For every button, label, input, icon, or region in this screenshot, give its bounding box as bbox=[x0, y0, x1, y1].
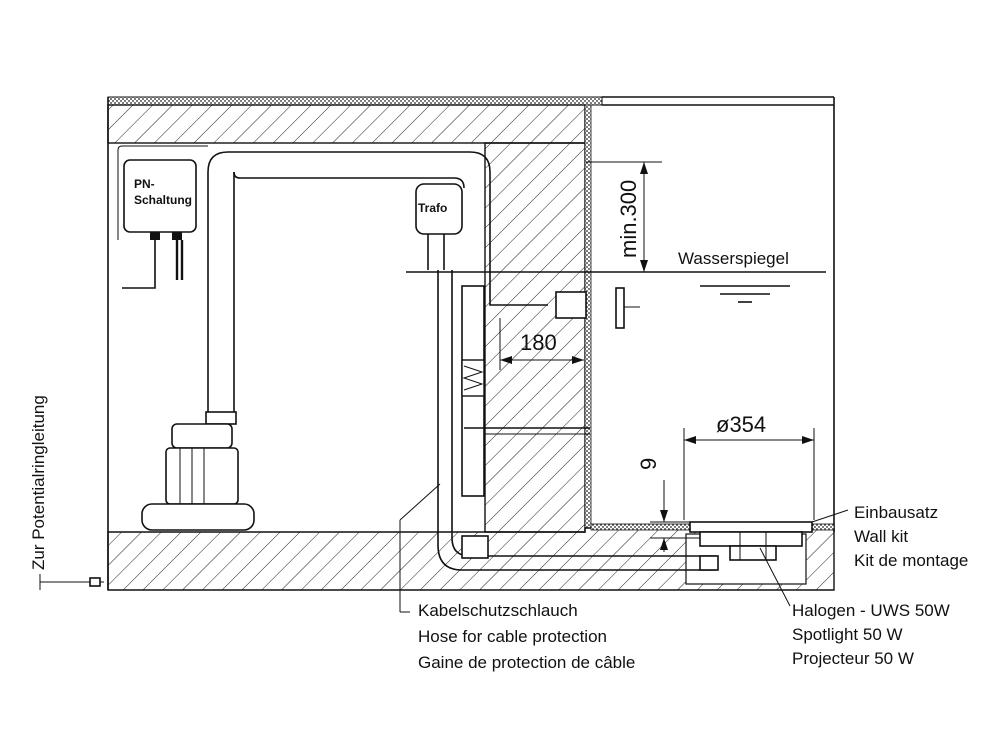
dimension-180: 180 bbox=[499, 318, 584, 370]
halogen-label-en: Spotlight 50 W bbox=[792, 625, 903, 644]
dim-9-label: 9 bbox=[636, 458, 661, 470]
water-level: Wasserspiegel bbox=[406, 249, 826, 303]
leader-lines bbox=[399, 483, 849, 613]
wall-fitting bbox=[489, 287, 640, 329]
halogen-label-fr: Projecteur 50 W bbox=[792, 649, 914, 668]
dim-354-label: ø354 bbox=[716, 412, 766, 437]
pump-pipe bbox=[205, 151, 491, 425]
water-level-label: Wasserspiegel bbox=[678, 249, 789, 268]
dim-min300-label: min.300 bbox=[616, 180, 641, 258]
trafo: Trafo bbox=[415, 183, 463, 270]
potential-ring-line: Zur Potentialringleitung bbox=[29, 395, 104, 590]
hose-label-de: Kabelschutzschlauch bbox=[418, 601, 578, 620]
wall-kit-label-fr: Kit de montage bbox=[854, 551, 968, 570]
filter-pump bbox=[141, 423, 255, 531]
dimension-9: 9 bbox=[636, 458, 700, 552]
trafo-label: Trafo bbox=[418, 201, 447, 215]
halogen-label-de: Halogen - UWS 50W bbox=[792, 601, 950, 620]
pn-label-line2: Schaltung bbox=[134, 193, 192, 207]
dimension-354: ø354 bbox=[683, 412, 815, 520]
floor-spotlight bbox=[689, 521, 813, 561]
room-outline bbox=[107, 97, 835, 590]
ceiling-slab bbox=[107, 96, 834, 144]
hose-label-fr: Gaine de protection de câble bbox=[418, 653, 635, 672]
potential-line-label: Zur Potentialringleitung bbox=[29, 395, 48, 570]
wall-kit-label-en: Wall kit bbox=[854, 527, 908, 546]
hose-label-en: Hose for cable protection bbox=[418, 627, 607, 646]
dimension-min300: min.300 bbox=[586, 161, 662, 272]
pn-label-line1: PN- bbox=[134, 177, 155, 191]
dim-180-label: 180 bbox=[520, 330, 557, 355]
wall-kit-label-de: Einbausatz bbox=[854, 503, 938, 522]
cable-conduit bbox=[437, 270, 719, 571]
pn-schaltung-box: PN- Schaltung bbox=[117, 145, 208, 289]
